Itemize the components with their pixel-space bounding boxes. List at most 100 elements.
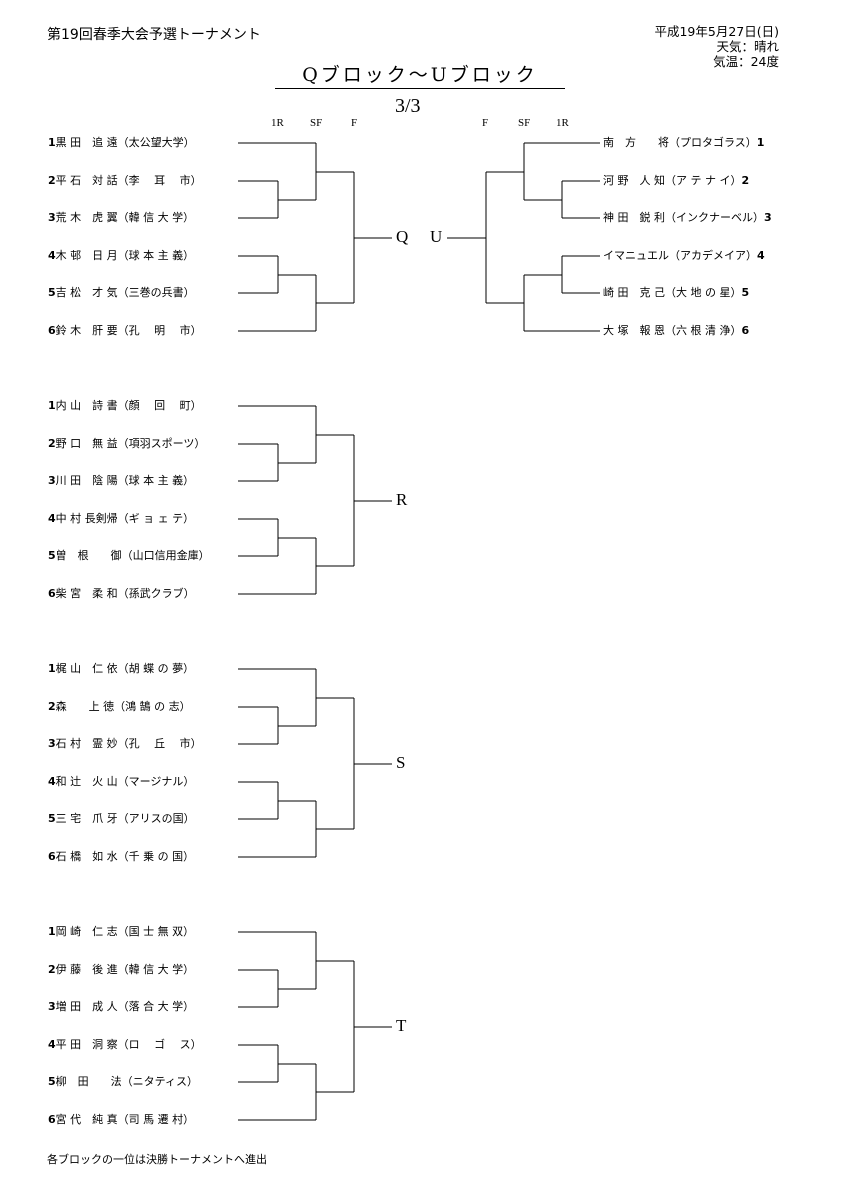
player-seed: 3 (48, 737, 56, 750)
player-entry: 4和 辻 火 山（マージナル） (48, 775, 194, 789)
player-seed: 4 (757, 249, 765, 262)
player-name: 和 辻 火 山 (55, 775, 118, 788)
player-name: 荒 木 虎 翼 (55, 211, 118, 224)
player-seed: 3 (764, 211, 772, 224)
player-entry: 5柳 田 法（ニタティス） (48, 1075, 198, 1089)
player-team: （ギ ョ ェ テ） (117, 512, 195, 525)
player-seed: 6 (741, 324, 750, 337)
player-team: （アカデメイア） (669, 249, 757, 262)
block-label: T (396, 1016, 407, 1035)
event-info: 平成19年5月27日(日) 天気：晴れ 気温：24度 (654, 24, 779, 69)
player-name: 宮 代 純 真 (55, 1113, 118, 1126)
player-name: 大 塚 報 恩 (603, 324, 665, 337)
player-team: （孫武クラブ） (117, 587, 195, 600)
player-seed: 3 (48, 211, 56, 224)
player-entry: 1黒 田 追 遠（太公望大学） (48, 136, 195, 150)
player-team: （大 地 の 星） (665, 286, 742, 299)
player-entry: 2平 石 対 話（李 耳 市） (48, 174, 202, 188)
player-seed: 3 (48, 474, 56, 487)
player-name: 柳 田 法 (55, 1075, 122, 1088)
player-entry: 5曽 根 御（山口信用金庫） (48, 549, 210, 563)
player-name: 吉 松 才 気 (55, 286, 118, 299)
player-seed: 4 (48, 775, 56, 788)
player-seed: 4 (48, 249, 56, 262)
round-label-right-f: F (482, 117, 489, 129)
player-seed: 2 (48, 437, 56, 450)
player-team: （司 馬 遷 村） (117, 1113, 195, 1126)
player-name: 平 石 対 話 (55, 174, 118, 187)
block-label: Q (396, 227, 409, 246)
page-number: 3/3 (395, 95, 421, 117)
player-entry: 6宮 代 純 真（司 馬 遷 村） (48, 1113, 194, 1127)
player-name: 石 橋 如 水 (55, 850, 118, 863)
player-team: （球 本 主 義） (117, 474, 195, 487)
player-entry: 4平 田 洞 察（ロ ゴ ス） (48, 1038, 202, 1052)
player-seed: 4 (48, 512, 56, 525)
player-name: 河 野 人 知 (603, 174, 665, 187)
round-label-left-sf: SF (310, 117, 323, 129)
player-seed: 3 (48, 1000, 56, 1013)
round-label-right-sf: SF (518, 117, 531, 129)
player-entry: 南 方 将（プロタゴラス）1 (603, 136, 764, 150)
player-team: （六 根 清 浄） (665, 324, 742, 337)
player-entry: 3荒 木 虎 翼（韓 信 大 学） (48, 211, 194, 225)
player-name: 川 田 陰 陽 (55, 474, 118, 487)
player-entry: 3増 田 成 人（落 合 大 学） (48, 1000, 194, 1014)
player-name: 石 村 霊 妙 (55, 737, 118, 750)
footer-note: 各ブロックの一位は決勝トーナメントへ進出 (47, 1153, 267, 1166)
player-team: （国 士 無 双） (117, 925, 195, 938)
event-date: 平成19年5月27日(日) (654, 24, 779, 39)
player-team: （球 本 主 義） (117, 249, 195, 262)
player-entry: 崎 田 克 己（大 地 の 星）5 (603, 286, 749, 300)
player-entry: 3川 田 陰 陽（球 本 主 義） (48, 474, 194, 488)
player-name: 森 上 徳 (55, 700, 115, 713)
player-name: 増 田 成 人 (55, 1000, 118, 1013)
player-entry: 4木 邨 日 月（球 本 主 義） (48, 249, 194, 263)
player-name: 伊 藤 後 進 (55, 963, 118, 976)
round-label-left-1r: 1R (271, 117, 284, 129)
player-entry: 6柴 宮 柔 和（孫武クラブ） (48, 587, 195, 601)
player-seed: 6 (48, 587, 56, 600)
player-name: 南 方 将 (603, 136, 669, 149)
player-team: （李 耳 市） (117, 174, 202, 187)
player-name: 内 山 詩 書 (55, 399, 118, 412)
player-seed: 1 (48, 662, 56, 675)
player-entry: 3石 村 霊 妙（孔 丘 市） (48, 737, 202, 751)
player-name: 黒 田 追 遠 (55, 136, 118, 149)
player-team: （山口信用金庫） (121, 549, 210, 562)
player-name: 岡 崎 仁 志 (55, 925, 118, 938)
tournament-title: 第19回春季大会予選トーナメント (47, 27, 261, 43)
round-label-right-1r: 1R (556, 117, 569, 129)
player-seed: 1 (756, 136, 765, 149)
player-team: （千 乗 の 国） (117, 850, 195, 863)
player-team: （ロ ゴ ス） (117, 1038, 202, 1051)
player-name: 曽 根 御 (55, 549, 122, 562)
player-seed: 5 (741, 286, 750, 299)
player-name: 梶 山 仁 依 (55, 662, 118, 675)
block-label: S (396, 753, 406, 772)
player-team: （韓 信 大 学） (117, 211, 195, 224)
player-entry: 1岡 崎 仁 志（国 士 無 双） (48, 925, 194, 939)
player-seed: 6 (48, 1113, 56, 1126)
player-team: （太公望大学） (117, 136, 195, 149)
player-team: （鴻 鵠 の 志） (114, 700, 191, 713)
player-team: （ア テ ナ イ） (665, 174, 742, 187)
player-entry: 2野 口 無 益（項羽スポーツ） (48, 437, 205, 451)
player-seed: 4 (48, 1038, 56, 1051)
player-team: （胡 蝶 の 夢） (117, 662, 195, 675)
player-name: 野 口 無 益 (55, 437, 118, 450)
player-seed: 6 (48, 324, 56, 337)
player-entry: 6石 橋 如 水（千 乗 の 国） (48, 850, 194, 864)
player-seed: 1 (48, 399, 56, 412)
player-entry: 2森 上 徳（鴻 鵠 の 志） (48, 700, 191, 714)
weather-info: 天気：晴れ (716, 39, 779, 54)
player-name: 平 田 洞 察 (55, 1038, 118, 1051)
player-team: （プロタゴラス） (669, 136, 757, 149)
page-title: Qブロック～Uブロック (275, 60, 565, 89)
player-entry: イマニュエル（アカデメイア）4 (603, 249, 765, 263)
temperature-info: 気温：24度 (713, 54, 779, 69)
player-team: （三巻の兵書） (117, 286, 195, 299)
player-seed: 2 (741, 174, 750, 187)
player-name: 柴 宮 柔 和 (55, 587, 118, 600)
player-seed: 1 (48, 136, 56, 149)
